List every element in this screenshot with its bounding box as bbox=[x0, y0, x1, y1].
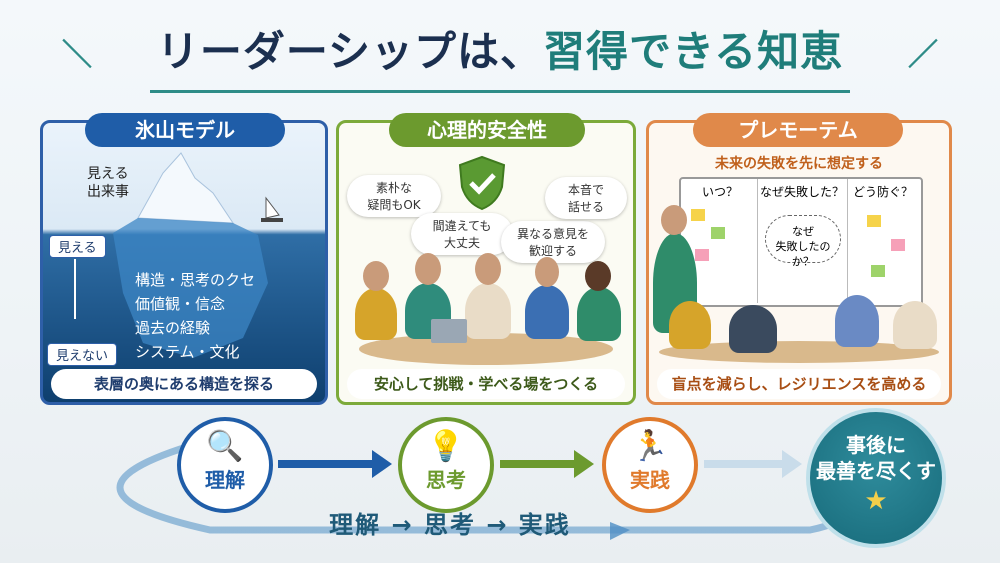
person bbox=[465, 283, 511, 339]
laptop-icon bbox=[431, 319, 467, 343]
sticky-note bbox=[867, 215, 881, 227]
iceberg-header: 氷山モデル bbox=[85, 113, 285, 147]
premortem-panel: プレモーテム 未来の失敗を先に想定する いつ？ なぜ失敗した？ どう防ぐ？ なぜ… bbox=[646, 113, 952, 405]
flow-arrowhead bbox=[372, 450, 392, 478]
sticky-note bbox=[711, 227, 725, 239]
lightbulb-head-icon: 💡 bbox=[427, 429, 465, 464]
person-head bbox=[363, 261, 389, 291]
person bbox=[577, 287, 621, 341]
person-head bbox=[535, 257, 559, 287]
goal-text: 事後に 最善を尽くす bbox=[816, 433, 936, 483]
flow-arrowhead bbox=[782, 450, 802, 478]
magnifier-head-icon: 🔍 bbox=[206, 429, 244, 464]
step-label: 実践 bbox=[630, 468, 670, 492]
person bbox=[355, 288, 397, 340]
person-head bbox=[415, 253, 441, 285]
title-deco-left: ＼ bbox=[62, 38, 92, 73]
hidden-item: 構造・思考のクセ bbox=[135, 271, 256, 289]
running-person-icon: 🏃 bbox=[631, 429, 669, 464]
sticky-note bbox=[691, 209, 705, 221]
hidden-items-list: 構造・思考のクセ 価値観・信念 過去の経験 システム・文化 bbox=[135, 268, 255, 364]
hidden-item: 過去の経験 bbox=[135, 319, 211, 337]
iceberg-illustration bbox=[113, 152, 283, 358]
person-head bbox=[475, 253, 501, 285]
board-divider bbox=[757, 179, 758, 303]
sticky-note bbox=[695, 249, 709, 261]
bubble-honest-talk: 本音で 話せる bbox=[545, 177, 627, 219]
visible-event-label: 見える 出来事 bbox=[87, 166, 129, 200]
board-column-prevent: どう防ぐ？ bbox=[852, 185, 913, 199]
person-head bbox=[661, 205, 687, 235]
star-hands-icon: ★ bbox=[864, 486, 888, 516]
flow-arrow bbox=[278, 460, 374, 468]
title-deco-right: ／ bbox=[908, 38, 938, 73]
flow-arrow bbox=[500, 460, 576, 468]
visibility-arrow bbox=[74, 259, 76, 319]
bubble-different-opinions: 異なる意見を 歓迎する bbox=[501, 221, 605, 263]
person-head bbox=[585, 261, 611, 291]
iceberg-panel: 氷山モデル 見える 出来事 見える 見えない 構造・思考のクセ 価値観・信念 過… bbox=[40, 113, 328, 405]
step-label: 理解 bbox=[205, 468, 245, 492]
person bbox=[893, 301, 937, 349]
step-practice: 🏃 実践 bbox=[602, 417, 698, 513]
premortem-caption: 盲点を減らし、レジリエンスを高める bbox=[657, 369, 941, 399]
step-label: 思考 bbox=[426, 468, 466, 492]
premortem-header: プレモーテム bbox=[693, 113, 903, 147]
goal-circle: 事後に 最善を尽くす ★ bbox=[806, 408, 946, 548]
step-understand: 🔍 理解 bbox=[177, 417, 273, 513]
visible-tag: 見える bbox=[49, 235, 106, 258]
invisible-tag: 見えない bbox=[47, 343, 118, 366]
person bbox=[669, 301, 711, 349]
person bbox=[525, 285, 569, 339]
board-divider bbox=[847, 179, 848, 303]
person bbox=[835, 295, 879, 347]
cycle-text: 理解 → 思考 → 実践 bbox=[329, 511, 571, 539]
safety-caption: 安心して挑戦・学べる場をつくる bbox=[347, 369, 625, 399]
safety-panel: 心理的安全性 素朴な 疑問もOK 間違えても 大丈夫 異なる意見を 歓迎する 本… bbox=[336, 113, 636, 405]
step-think: 💡 思考 bbox=[398, 417, 494, 513]
person bbox=[729, 305, 777, 353]
safety-header: 心理的安全性 bbox=[389, 113, 585, 147]
shield-check-icon bbox=[458, 155, 506, 211]
board-column-why: なぜ失敗した？ bbox=[759, 185, 844, 199]
premortem-subtitle: 未来の失敗を先に想定する bbox=[715, 156, 883, 172]
bubble-mistakes-ok: 間違えても 大丈夫 bbox=[411, 213, 513, 255]
flow-arrow bbox=[704, 460, 784, 468]
whiteboard: いつ？ なぜ失敗した？ どう防ぐ？ なぜ 失敗したのか？ bbox=[679, 177, 923, 307]
sticky-note bbox=[891, 239, 905, 251]
flow-arrowhead bbox=[574, 450, 594, 478]
hidden-item: 価値観・信念 bbox=[135, 295, 226, 313]
title-underline bbox=[150, 90, 850, 93]
hidden-item: システム・文化 bbox=[135, 343, 240, 361]
board-column-when: いつ？ bbox=[701, 185, 738, 199]
page-title: リーダーシップは、習得できる知恵 bbox=[156, 27, 844, 76]
bubble-simple-questions: 素朴な 疑問もOK bbox=[347, 175, 441, 217]
iceberg-caption: 表層の奥にある構造を探る bbox=[51, 369, 317, 399]
sticky-note bbox=[871, 265, 885, 277]
thought-bubble: なぜ 失敗したのか？ bbox=[765, 215, 841, 268]
